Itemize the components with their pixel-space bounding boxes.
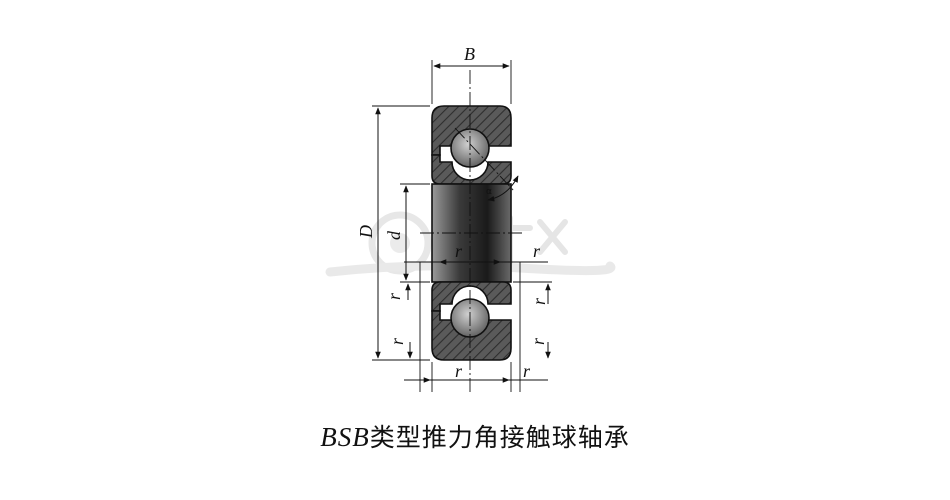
dimension-lines (375, 63, 551, 383)
label-radius-right-top: r (533, 241, 541, 261)
label-radius-bottom-right: r (523, 361, 531, 381)
caption-name: 类型推力角接触球轴承 (369, 423, 630, 452)
label-radius-left-low: r (387, 337, 407, 345)
label-radius-right-low: r (528, 337, 548, 345)
inner-ring-lower (431, 281, 512, 312)
label-radius-bottom-left: r (455, 361, 463, 381)
figure-caption: BSB类型推力角接触球轴承 (0, 418, 950, 454)
label-contact-angle: α (486, 187, 492, 197)
label-radius-inner-top: r (455, 241, 463, 261)
label-radius-left-mid: r (384, 292, 404, 300)
label-outer-diameter-D: D (356, 225, 376, 239)
caption-code: BSB (320, 422, 370, 452)
lower-section (431, 281, 512, 361)
label-radius-right-mid: r (529, 297, 549, 305)
label-bore-diameter-d: d (384, 230, 404, 240)
label-width-B: B (464, 44, 475, 64)
